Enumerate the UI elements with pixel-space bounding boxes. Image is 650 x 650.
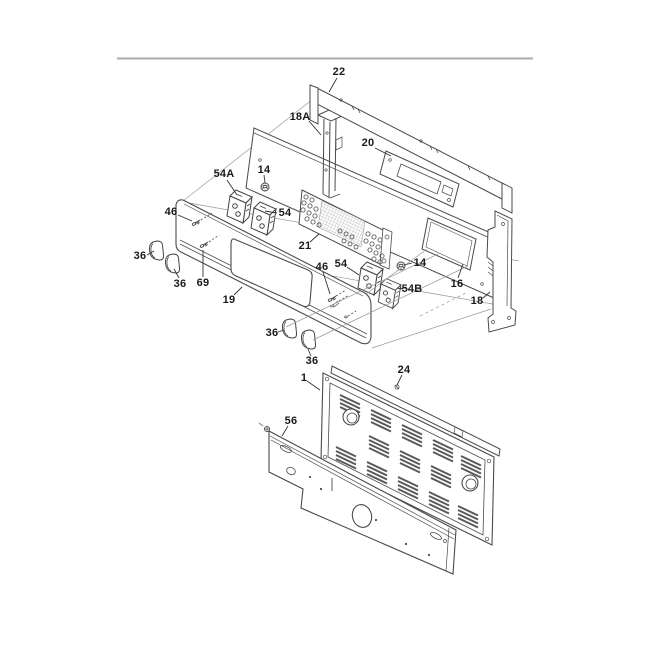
end-cap-18 xyxy=(486,210,517,333)
switch-54a xyxy=(226,189,253,224)
display-board-20 xyxy=(379,150,460,208)
vent-panel-1 xyxy=(320,372,495,546)
top-trim-bar-22 xyxy=(309,84,513,214)
vent-strip-24 xyxy=(330,365,501,457)
clip-14-top xyxy=(260,182,270,192)
label-leader-lines xyxy=(146,77,491,437)
switch-54-bottom xyxy=(357,261,384,296)
projection-guides-front xyxy=(285,248,492,349)
bracket-18a xyxy=(316,109,344,199)
switch-54-top xyxy=(250,201,277,236)
screws-46-69 xyxy=(191,212,347,303)
control-panel-19 xyxy=(175,199,372,345)
vent-grommet-holes xyxy=(342,408,479,492)
switch-54b xyxy=(377,278,402,309)
lower-back-panel-56 xyxy=(258,422,457,575)
membrane-keypad-21 xyxy=(298,189,393,270)
